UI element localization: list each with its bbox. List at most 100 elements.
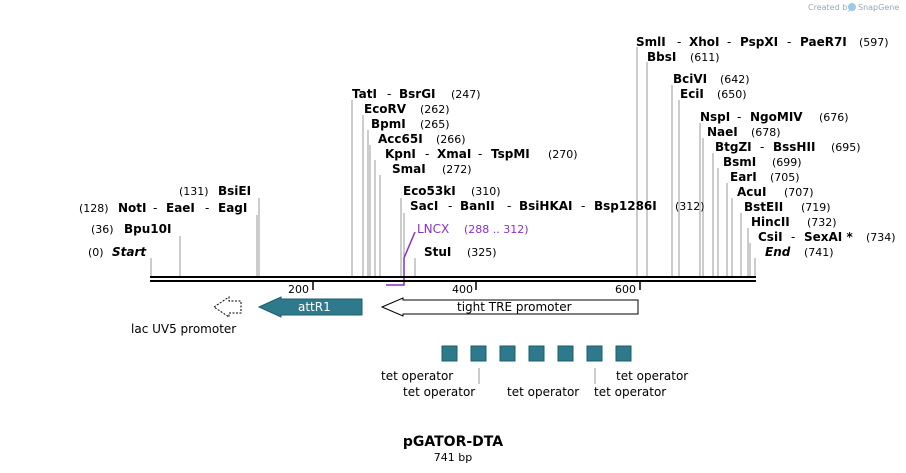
site-lncx-pos: (288 .. 312) <box>464 223 529 236</box>
site-eco53ki-name: Eco53kI <box>403 184 456 198</box>
site-eari-name: EarI <box>730 170 757 184</box>
site-smli-name-4: PaeR7I <box>800 35 847 49</box>
attr1-arrow-icon <box>257 296 363 318</box>
feature-lac-uv5-promoter[interactable]: lac UV5 promoter <box>131 296 242 336</box>
site-saci-name-3: BsiHKAI <box>519 199 573 213</box>
site-ecii-pos: (650) <box>717 88 747 101</box>
svg-text:-: - <box>205 201 209 215</box>
site-smai[interactable]: SmaI (272) <box>392 162 472 176</box>
site-naei[interactable]: NaeI (678) <box>707 125 781 139</box>
site-eari-pos: (705) <box>770 171 800 184</box>
site-bcivi[interactable]: BciVI (642) <box>673 72 750 86</box>
site-start[interactable]: (0) Start <box>88 245 147 259</box>
site-saci-pos: (312) <box>675 200 705 213</box>
site-csii-name-2: SexAI * <box>804 230 853 244</box>
site-bbsi[interactable]: BbsI (611) <box>647 50 720 64</box>
site-bsiei-pos: (131) <box>179 185 209 198</box>
site-ecorv-name: EcoRV <box>364 102 407 116</box>
tet-operator-2[interactable] <box>470 345 487 362</box>
site-csii-name-1: CsiI <box>758 230 783 244</box>
site-acc65i-name: Acc65I <box>378 132 423 146</box>
site-bcivi-pos: (642) <box>720 73 750 86</box>
site-lncx[interactable]: LNCX (288 .. 312) <box>417 222 529 236</box>
tet-operator-labels: tet operator tet operator tet operator t… <box>381 369 688 399</box>
site-bpmi[interactable]: BpmI (265) <box>371 117 450 131</box>
lncx-bracket <box>386 231 416 286</box>
feature-attr1[interactable]: attR1 <box>257 296 363 318</box>
site-ecorv-pos: (262) <box>420 103 450 116</box>
svg-text:-: - <box>737 110 741 124</box>
site-smai-name: SmaI <box>392 162 426 176</box>
site-noti-name-1: NotI <box>118 201 147 215</box>
tet-operator-1[interactable] <box>441 345 458 362</box>
site-hincii-pos: (732) <box>807 216 837 229</box>
site-eco53ki-pos: (310) <box>471 185 501 198</box>
site-smli[interactable]: SmlI - XhoI - PspXI - PaeR7I (597) <box>636 35 889 49</box>
site-bsiei[interactable]: (131) BsiEI <box>179 184 251 198</box>
site-saci-name-2: BanII <box>460 199 495 213</box>
site-stui-pos: (325) <box>467 246 497 259</box>
site-eco53ki[interactable]: Eco53kI (310) <box>403 184 501 198</box>
backbone <box>150 276 756 282</box>
site-hincii[interactable]: HincII (732) <box>751 215 837 229</box>
site-bsteii[interactable]: BstEII (719) <box>744 200 831 214</box>
site-kpni-pos: (270) <box>548 148 578 161</box>
site-acui-name: AcuI <box>737 185 766 199</box>
site-acui-pos: (707) <box>784 186 814 199</box>
lac-uv5-arrow-icon <box>213 296 242 318</box>
site-kpni[interactable]: KpnI - XmaI - TspMI (270) <box>385 147 578 161</box>
site-naei-pos: (678) <box>751 126 781 139</box>
site-btgzi[interactable]: BtgZI - BssHII (695) <box>715 140 861 154</box>
site-ecorv[interactable]: EcoRV (262) <box>364 102 450 116</box>
site-eari[interactable]: EarI (705) <box>730 170 800 184</box>
tet-operator-label-5: tet operator <box>616 369 688 383</box>
tet-operator-label-4: tet operator <box>594 385 666 399</box>
tight-tre-label: tight TRE promoter <box>457 300 572 314</box>
site-bbsi-name: BbsI <box>647 50 676 64</box>
site-bsmi-pos: (699) <box>772 156 802 169</box>
svg-text:-: - <box>387 87 391 101</box>
site-bpmi-pos: (265) <box>420 118 450 131</box>
site-stui[interactable]: StuI (325) <box>424 245 497 259</box>
tet-operator-label-2: tet operator <box>403 385 475 399</box>
site-lncx-name: LNCX <box>417 222 449 236</box>
site-nspi[interactable]: NspI - NgoMIV (676) <box>700 110 849 124</box>
tet-operator-5[interactable] <box>557 345 574 362</box>
site-btgzi-name-1: BtgZI <box>715 140 752 154</box>
site-btgzi-name-2: BssHII <box>773 140 815 154</box>
svg-text:-: - <box>677 35 681 49</box>
site-smli-pos: (597) <box>859 36 889 49</box>
site-acui[interactable]: AcuI (707) <box>737 185 814 199</box>
site-bsmi-name: BsmI <box>723 155 756 169</box>
site-naei-name: NaeI <box>707 125 738 139</box>
site-start-name: Start <box>112 245 147 259</box>
site-smli-name-2: XhoI <box>689 35 720 49</box>
site-bpu10i[interactable]: (36) Bpu10I <box>91 222 171 236</box>
tet-operator-7[interactable] <box>615 345 632 362</box>
site-tati-name-1: TatI <box>352 87 377 101</box>
site-noti[interactable]: (128) NotI - EaeI - EagI <box>79 201 247 215</box>
site-bsmi[interactable]: BsmI (699) <box>723 155 802 169</box>
tet-operator-3[interactable] <box>499 345 516 362</box>
feature-tight-tre-promoter[interactable]: tight TRE promoter <box>380 297 639 317</box>
site-saci[interactable]: SacI - BanII - BsiHKAI - Bsp1286I (312) <box>410 199 705 213</box>
tet-operator-4[interactable] <box>528 345 545 362</box>
site-saci-name-1: SacI <box>410 199 438 213</box>
site-ecii[interactable]: EciI (650) <box>680 87 747 101</box>
site-ecii-name: EciI <box>680 87 704 101</box>
svg-text:-: - <box>153 201 157 215</box>
svg-text:-: - <box>507 199 511 213</box>
site-tati-name-2: BsrGI <box>399 87 436 101</box>
site-tati[interactable]: TatI - BsrGI (247) <box>352 87 481 101</box>
site-noti-pos: (128) <box>79 202 109 215</box>
site-csii[interactable]: CsiI - SexAI * (734) <box>758 230 896 244</box>
svg-text:-: - <box>448 199 452 213</box>
site-acc65i[interactable]: Acc65I (266) <box>378 132 466 146</box>
svg-text:-: - <box>581 199 585 213</box>
site-bsiei-name: BsiEI <box>218 184 251 198</box>
tet-operator-6[interactable] <box>586 345 603 362</box>
tet-operator-label-3: tet operator <box>507 385 579 399</box>
site-end[interactable]: End (741) <box>765 245 834 259</box>
site-smai-pos: (272) <box>442 163 472 176</box>
site-tati-pos: (247) <box>451 88 481 101</box>
